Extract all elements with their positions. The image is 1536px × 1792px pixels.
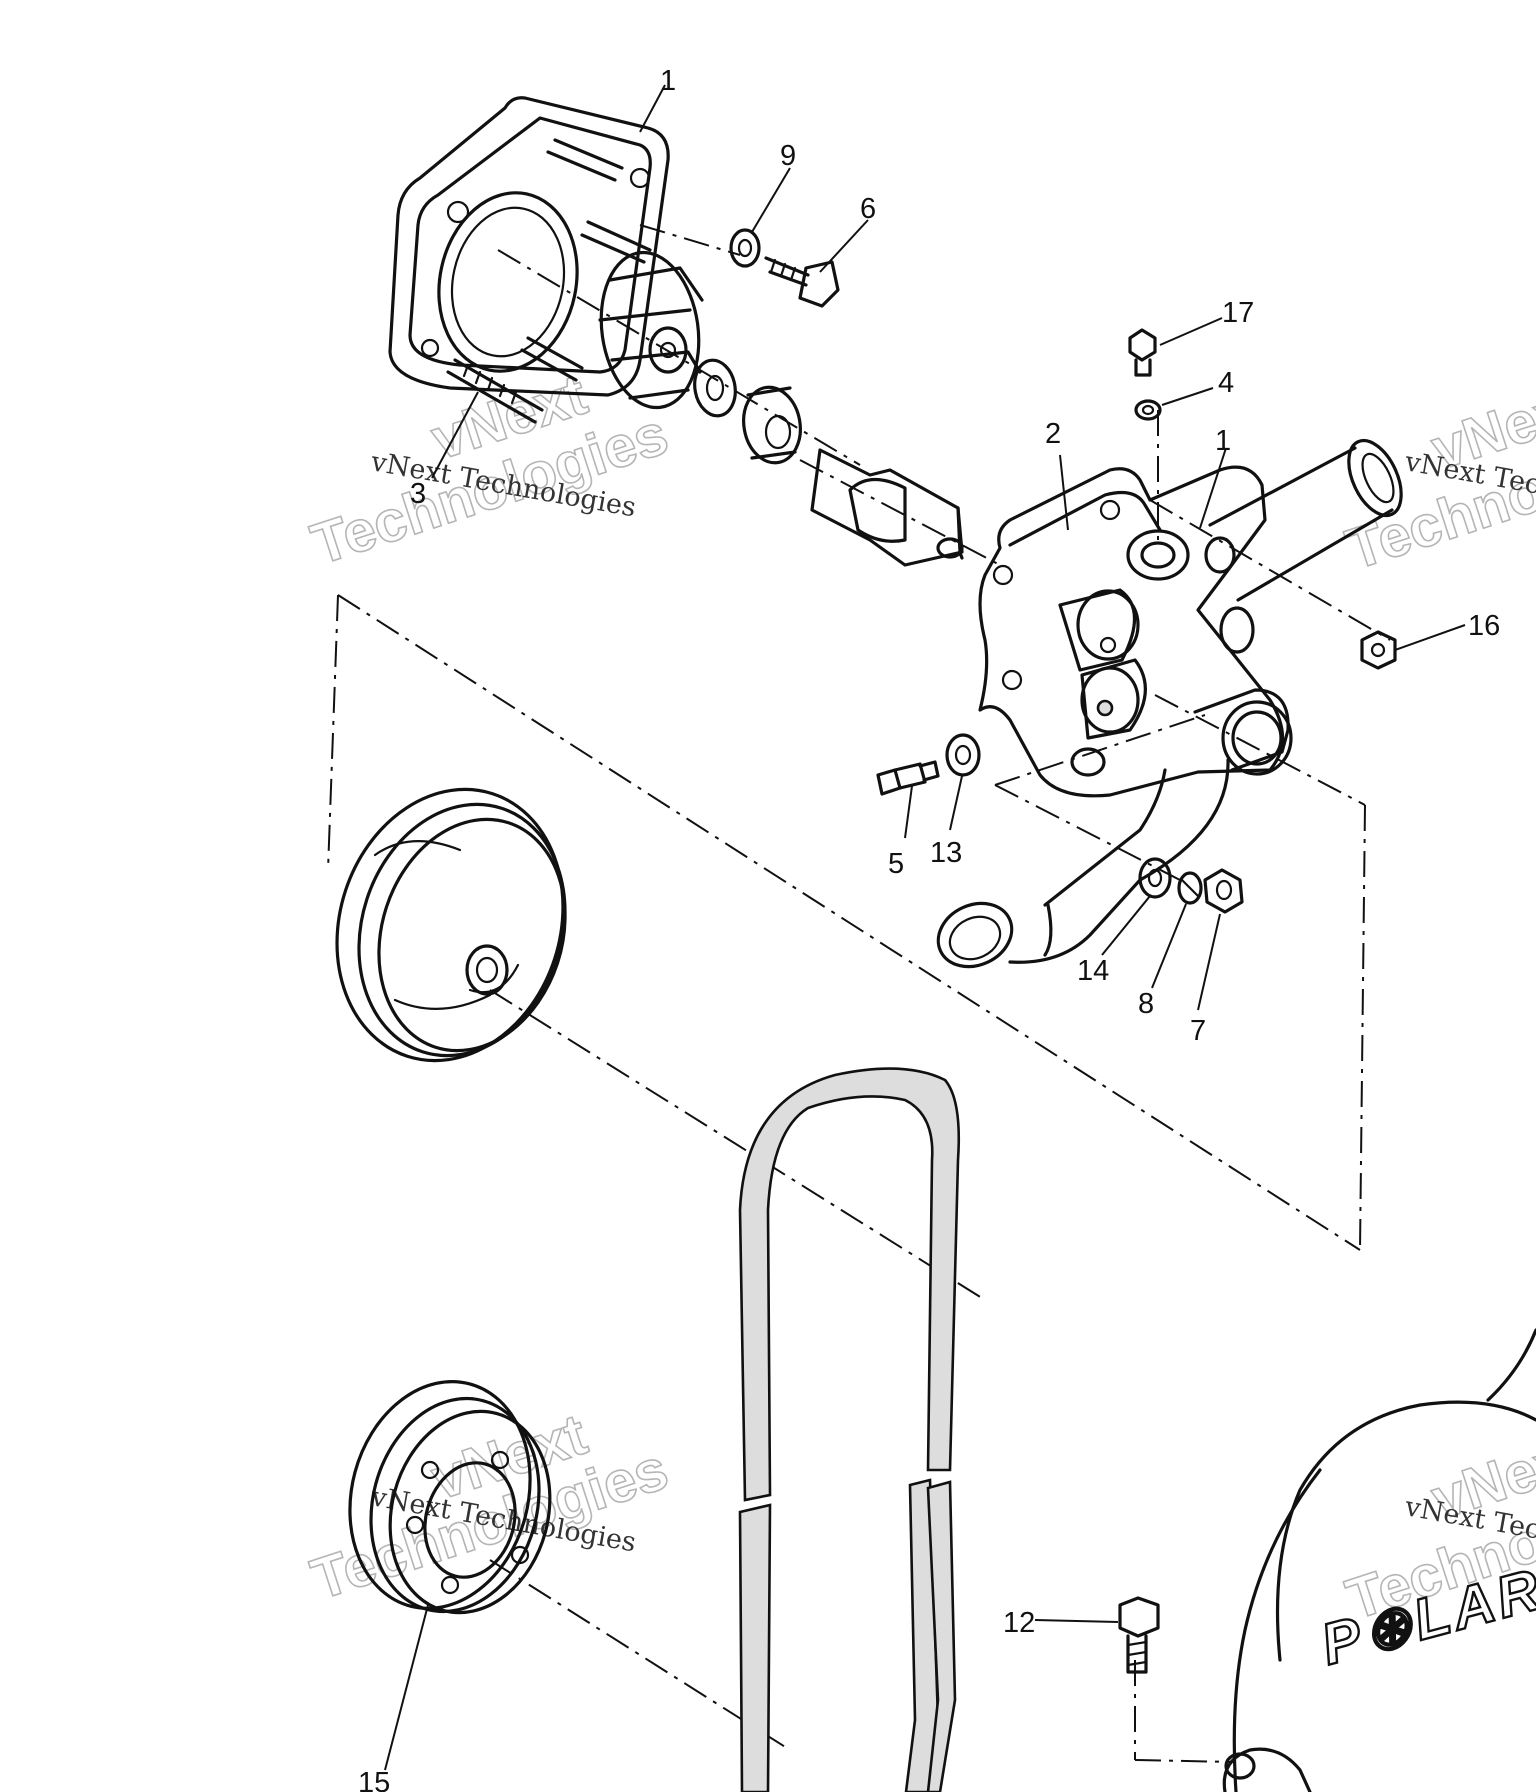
washer-14 <box>1138 857 1172 899</box>
pump-shaft <box>810 448 964 567</box>
callout-17: 17 <box>1222 297 1254 329</box>
callout-16: 16 <box>1468 610 1500 642</box>
assembly-centerlines <box>327 224 1391 1763</box>
leader-lines <box>384 84 1466 1771</box>
bolt-12 <box>1118 1596 1160 1674</box>
callout-2: 2 <box>1045 418 1061 450</box>
callout-3: 3 <box>410 478 426 510</box>
callout-labels: 1 9 6 17 4 2 1 3 16 5 13 14 8 7 12 15 <box>358 65 1500 1792</box>
seal-parts <box>693 358 802 465</box>
callout-15: 15 <box>358 1767 390 1792</box>
nut-16 <box>1360 630 1397 670</box>
bolt-17 <box>1128 328 1157 377</box>
callout-8: 8 <box>1138 988 1154 1020</box>
callout-1-right: 1 <box>1215 425 1231 457</box>
callout-12: 12 <box>1003 1607 1035 1639</box>
callout-7: 7 <box>1190 1015 1206 1047</box>
fitting-5 <box>876 760 940 796</box>
callout-13: 13 <box>930 837 962 869</box>
washer-4 <box>1134 399 1162 421</box>
washer-13 <box>945 733 981 777</box>
washer-9 <box>729 228 761 268</box>
callout-5: 5 <box>888 848 904 880</box>
callout-9: 9 <box>780 140 796 172</box>
callout-6: 6 <box>860 193 876 225</box>
pump-cover-plate <box>388 96 670 424</box>
pump-pulley <box>335 787 567 1063</box>
impeller <box>598 250 704 410</box>
lock-washer-8 <box>1177 871 1203 905</box>
drive-belt <box>738 1067 961 1792</box>
callout-14: 14 <box>1077 955 1109 987</box>
callout-1-top: 1 <box>660 65 676 97</box>
callout-4: 4 <box>1218 367 1234 399</box>
watermark-group: vNext Technologies vNext Technologies vN… <box>303 361 1536 1633</box>
pump-housing <box>936 438 1403 969</box>
nut-7 <box>1203 868 1244 914</box>
